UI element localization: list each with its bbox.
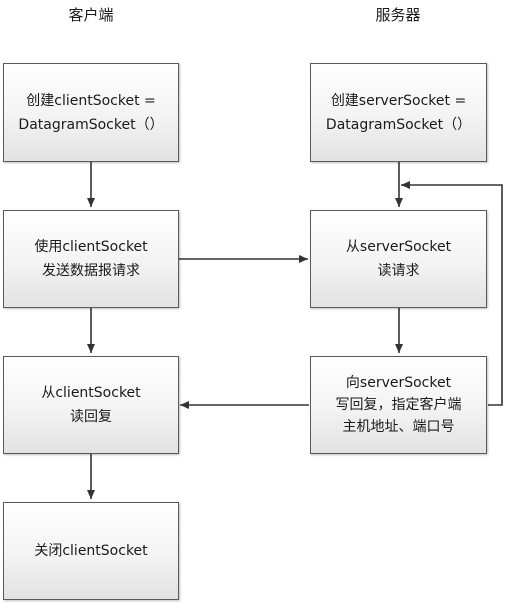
client-send-line1: 使用clientSocket — [34, 239, 148, 255]
server-reply-line1: 向serverSocket — [345, 375, 452, 391]
server-create-line2: DatagramSocket（） — [325, 116, 472, 133]
client-create-socket-box: 创建clientSocket = DatagramSocket（） — [3, 63, 179, 162]
client-close-socket-box: 关闭clientSocket — [3, 502, 179, 600]
server-reply-line3: 主机地址、端口号 — [342, 419, 455, 435]
server-create-socket-box: 创建serverSocket = DatagramSocket（） — [310, 63, 487, 162]
client-create-line2: DatagramSocket（） — [18, 116, 164, 133]
server-read-request-box: 从serverSocket 读请求 — [310, 210, 487, 308]
client-create-line1: 创建clientSocket = — [26, 92, 156, 109]
client-read-reply-box: 从clientSocket 读回复 — [3, 356, 179, 454]
server-read-line2: 读请求 — [377, 263, 420, 279]
server-column-title: 服务器 — [375, 6, 421, 24]
client-send-request-box: 使用clientSocket 发送数据报请求 — [3, 210, 179, 308]
client-column-title: 客户端 — [68, 6, 114, 24]
client-read-line2: 读回复 — [70, 409, 112, 425]
client-read-line1: 从clientSocket — [41, 385, 141, 401]
client-close-line1: 关闭clientSocket — [34, 543, 148, 559]
server-create-line1: 创建serverSocket = — [330, 92, 467, 109]
server-reply-line2: 写回复，指定客户端 — [335, 397, 462, 413]
arrow-loop-back — [401, 181, 503, 406]
client-send-line2: 发送数据报请求 — [42, 263, 140, 279]
server-write-reply-box: 向serverSocket 写回复，指定客户端 主机地址、端口号 — [310, 356, 487, 454]
server-read-line1: 从serverSocket — [345, 239, 452, 255]
